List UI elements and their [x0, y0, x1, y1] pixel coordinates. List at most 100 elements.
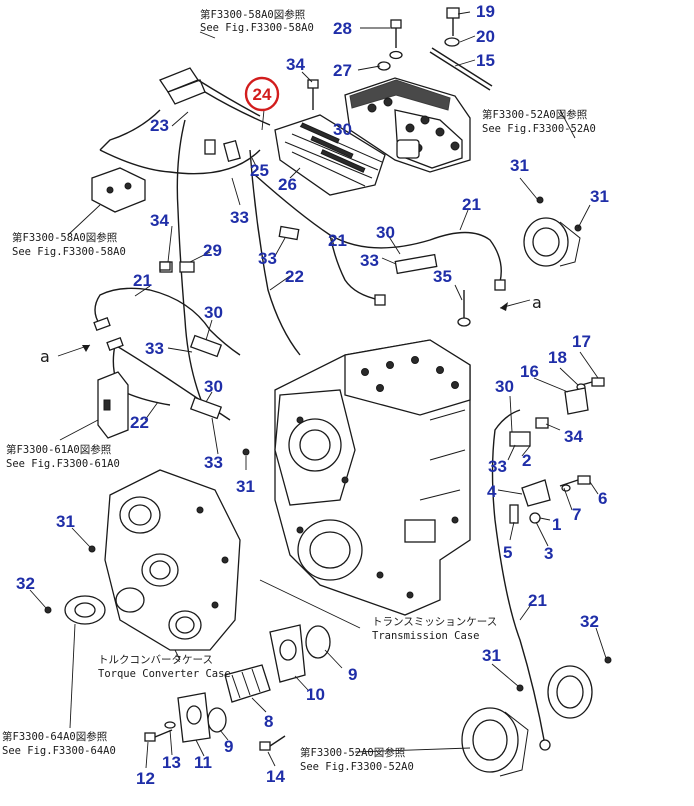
cover-31-bottom-right: [461, 707, 529, 777]
ref-61a-jp: 第F3300-61A0図参照: [6, 443, 112, 456]
ref-64a-en: See Fig.F3300-64A0: [2, 745, 116, 757]
callout-13: 13: [162, 753, 181, 772]
callout-8: 8: [264, 712, 273, 731]
callout-33: 33: [360, 251, 379, 270]
callout-21: 21: [133, 271, 152, 290]
torque-converter-case: [104, 469, 241, 651]
arrow-label-a-right: a: [532, 293, 542, 312]
callout-28: 28: [333, 19, 352, 38]
callout-18: 18: [548, 348, 567, 367]
ref-64a-jp: 第F3300-64A0図参照: [2, 730, 108, 743]
ref-52a-top-en: See Fig.F3300-52A0: [482, 123, 596, 135]
arrow-label-a-left: a: [40, 347, 50, 366]
callout-12: 12: [136, 769, 155, 788]
ref-58a-top-en: See Fig.F3300-58A0: [200, 22, 314, 34]
wiring-harness: [93, 67, 551, 751]
transmission-case: [274, 339, 471, 616]
callout-32: 32: [16, 574, 35, 593]
callout-26: 26: [278, 175, 297, 194]
ref-52a-top-jp: 第F3300-52A0図参照: [482, 108, 588, 121]
callout-31: 31: [510, 156, 529, 175]
callout-31: 31: [56, 512, 75, 531]
ref-52a-bottom-en: See Fig.F3300-52A0: [300, 761, 414, 773]
callout-22: 22: [285, 267, 304, 286]
ref-58a-top-jp: 第F3300-58A0図参照: [200, 8, 306, 21]
callout-14: 14: [266, 767, 285, 786]
callout-29: 29: [203, 241, 222, 260]
caption-torque-en: Torque Converter Case: [98, 668, 231, 680]
callout-16: 16: [520, 362, 539, 381]
plate-26: [274, 114, 386, 196]
callout-numbers: 19 20 15 28 27 34 30 23 25 26 33 31 31 2…: [16, 2, 609, 788]
callout-31: 31: [236, 477, 255, 496]
callout-21: 21: [462, 195, 481, 214]
callout-19: 19: [476, 2, 495, 21]
callout-33: 33: [230, 208, 249, 227]
callout-1: 1: [552, 515, 561, 534]
part-8-strainer: [224, 664, 271, 703]
callout-10: 10: [306, 685, 325, 704]
bolt-28-group: [377, 19, 403, 71]
ref-61a-en: See Fig.F3300-61A0: [6, 458, 120, 470]
bolt-19-20-group: [429, 7, 493, 91]
callout-9: 9: [348, 665, 357, 684]
part-10-cover: [269, 624, 306, 683]
callout-21: 21: [328, 231, 347, 250]
ref-52a-bottom-jp: 第F3300-52A0図参照: [300, 746, 406, 759]
right-small-parts: [509, 377, 605, 524]
callout-20: 20: [476, 27, 495, 46]
misc-bolts: [44, 196, 612, 692]
arrow-labels: a a: [40, 293, 542, 366]
washer-13: [164, 721, 176, 729]
leader-lines: [29, 11, 607, 769]
callout-25: 25: [250, 161, 269, 180]
callout-5: 5: [503, 543, 512, 562]
component-captions: トランスミッションケース Transmission Case トルクコンバータケ…: [98, 616, 497, 680]
callout-24: 24: [253, 85, 272, 104]
cover-31-right-top: [523, 217, 581, 267]
callout-17: 17: [572, 332, 591, 351]
callout-3: 3: [544, 544, 553, 563]
callout-27: 27: [333, 61, 352, 80]
callout-6: 6: [598, 489, 607, 508]
bolt-12: [144, 729, 173, 742]
caption-transmission-en: Transmission Case: [372, 630, 479, 642]
callout-22: 22: [130, 413, 149, 432]
callout-31: 31: [590, 187, 609, 206]
ref-58a-left-en: See Fig.F3300-58A0: [12, 246, 126, 258]
control-valve-assembly: [344, 77, 471, 173]
part-11-plate: [177, 692, 211, 743]
ref-58a-left-jp: 第F3300-58A0図参照: [12, 231, 118, 244]
callout-30: 30: [495, 377, 514, 396]
highlight-callout-24: 24: [244, 76, 280, 112]
cover-32-right: [547, 665, 593, 719]
caption-transmission-jp: トランスミッションケース: [372, 616, 497, 628]
callout-4: 4: [487, 482, 497, 501]
callout-33: 33: [204, 453, 223, 472]
callout-32: 32: [580, 612, 599, 631]
callout-23: 23: [150, 116, 169, 135]
callout-21: 21: [528, 591, 547, 610]
callout-34: 34: [150, 211, 169, 230]
callout-11: 11: [194, 753, 212, 772]
callout-9: 9: [224, 737, 233, 756]
valve-block-61a-left: [97, 371, 129, 439]
callout-34: 34: [286, 55, 305, 74]
bolt-14: [259, 735, 286, 751]
callout-31: 31: [482, 646, 501, 665]
caption-torque-jp: トルクコンバータケース: [98, 654, 213, 666]
callout-35: 35: [433, 267, 452, 286]
callout-34: 34: [564, 427, 583, 446]
callout-7: 7: [572, 505, 581, 524]
callout-30: 30: [333, 120, 352, 139]
callout-30: 30: [204, 303, 223, 322]
part-9-oring: [207, 625, 331, 733]
valve-block-58a-left: [91, 167, 146, 213]
cover-32-left: [64, 595, 106, 625]
figure-references: 第F3300-58A0図参照 See Fig.F3300-58A0 第F3300…: [2, 8, 596, 773]
callout-33: 33: [145, 339, 164, 358]
callout-33: 33: [488, 457, 507, 476]
callout-2: 2: [522, 451, 531, 470]
bolt-34-top: [307, 79, 319, 110]
